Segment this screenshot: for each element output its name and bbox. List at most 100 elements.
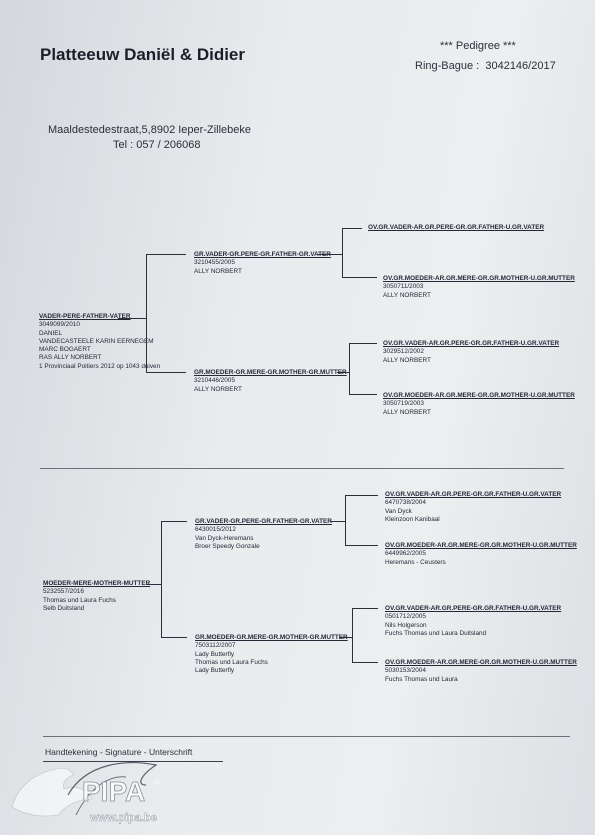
sire-branch-line bbox=[118, 318, 147, 319]
sire-gf-line bbox=[146, 254, 186, 255]
signature-label: Handtekening - Signature - Unterschrift bbox=[45, 747, 193, 757]
sire-ggm1-line bbox=[342, 277, 377, 278]
signature-underline bbox=[43, 761, 223, 762]
dam-gm-trunk-line bbox=[352, 608, 353, 662]
block-line: Fuchs Thomas und Laura bbox=[385, 675, 458, 683]
signature-top-rule bbox=[43, 736, 570, 737]
dam-branch-line bbox=[146, 584, 162, 585]
dam-gm-branch-line bbox=[340, 637, 353, 638]
sire-ggf1-line bbox=[342, 228, 362, 229]
sire-ggf2-line bbox=[349, 343, 377, 344]
sire-trunk-line bbox=[146, 254, 147, 373]
block-heading: OV.GR.VADER-AR.GR.PERE-GR.GR.FATHER-U.GR… bbox=[385, 491, 562, 498]
sire-gf-branch-line bbox=[318, 254, 343, 255]
block-heading: OV.GR.MOEDER-AR.GR.MERE-GR.GR.MOTHER-U.G… bbox=[385, 659, 577, 666]
ring-value: 3042146/2017 bbox=[485, 60, 556, 72]
block-heading: GR.VADER-GR.PERE-GR.FATHER-GR.VATER bbox=[194, 251, 331, 258]
block-line: Broer Speedy Gonzale bbox=[195, 542, 260, 550]
block-line: MARC BOGAERT bbox=[39, 346, 91, 354]
block-line: 3049099/2010 bbox=[39, 321, 80, 329]
block-line: DANIEL bbox=[39, 329, 63, 337]
block-heading: GR.VADER-GR.PERE-GR.FATHER-GR.VATER bbox=[195, 518, 332, 525]
block-heading: GR.MOEDER-GR.MERE-GR.MOTHER-GR.MUTTER bbox=[195, 634, 348, 641]
dam-ggf2-block: OV.GR.VADER-AR.GR.PERE-GR.GR.FATHER-U.GR… bbox=[385, 605, 561, 638]
block-line: 3050711/2003 bbox=[383, 283, 424, 291]
block-line: ALLY NORBERT bbox=[383, 408, 431, 416]
breeder-phone: Tel : 057 / 206068 bbox=[113, 139, 201, 151]
watermark-brand: PIPA bbox=[82, 776, 145, 807]
sire-ggm1-block: OV.GR.MOEDER-AR.GR.MERE-GR.GR.MOTHER-U.G… bbox=[383, 275, 575, 300]
dam-trunk-line bbox=[161, 521, 162, 638]
dam-gf-trunk-line bbox=[345, 495, 346, 545]
dam-ggf1-block: OV.GR.VADER-AR.GR.PERE-GR.GR.FATHER-U.GR… bbox=[385, 491, 561, 524]
block-heading: OV.GR.VADER-AR.GR.PERE-GR.GR.FATHER-U.GR… bbox=[368, 224, 545, 231]
sire-gm-line bbox=[146, 372, 186, 373]
block-line: Lady Butterfly bbox=[195, 650, 235, 658]
block-line: VANDECASTEELE KARIN EERNEGEM bbox=[39, 337, 154, 345]
sire-ggf2-block: OV.GR.VADER-AR.GR.PERE-GR.GR.FATHER-U.GR… bbox=[383, 340, 559, 365]
breeder-name: Platteeuw Daniël & Didier bbox=[40, 45, 245, 64]
pigeon-icon bbox=[11, 767, 93, 817]
block-line: 3210446/2005 bbox=[194, 377, 235, 385]
dam-ggm1-block: OV.GR.MOEDER-AR.GR.MERE-GR.GR.MOTHER-U.G… bbox=[385, 542, 577, 567]
block-line: Lady Butterfly bbox=[195, 667, 235, 675]
block-line: ALLY NORBERT bbox=[194, 385, 242, 393]
block-line: 6470738/2004 bbox=[385, 499, 426, 507]
block-heading: GR.MOEDER-GR.MERE-GR.MOTHER-GR.MUTTER bbox=[194, 369, 347, 376]
breeder-address: Maaldestedestraat,5,8902 Ieper-Zillebeke bbox=[48, 124, 252, 136]
dam-gf-branch-line bbox=[330, 521, 346, 522]
block-line: 3210455/2005 bbox=[194, 259, 235, 267]
block-line: Van Dyck bbox=[385, 507, 412, 515]
block-heading: OV.GR.MOEDER-AR.GR.MERE-GR.GR.MOTHER-U.G… bbox=[385, 542, 577, 549]
dam-ggm1-line bbox=[345, 545, 378, 546]
sire-gm-trunk-line bbox=[349, 343, 350, 395]
sire-gf-trunk-line bbox=[342, 228, 343, 278]
block-line: 5232557/2016 bbox=[43, 588, 84, 596]
sire-gm-branch-line bbox=[337, 372, 350, 373]
dam-ggf1-line bbox=[345, 495, 378, 496]
block-line: ALLY NORBERT bbox=[383, 291, 431, 299]
block-line: 6430015/2012 bbox=[195, 526, 236, 534]
section-divider bbox=[40, 468, 564, 469]
block-line: Fuchs Thomas und Laura Duitsland bbox=[385, 629, 487, 637]
dam-ggf2-line bbox=[352, 608, 378, 609]
block-line: 0501712/2005 bbox=[385, 613, 426, 621]
block-line: 5030153/2004 bbox=[385, 667, 426, 675]
block-line: 7503112/2007 bbox=[195, 642, 236, 650]
pipa-watermark: PIPA ® www.pipa.be bbox=[11, 762, 160, 824]
sire-ggm2-block: OV.GR.MOEDER-AR.GR.MERE-GR.GR.MOTHER-U.G… bbox=[383, 392, 575, 417]
ring-number: Ring-Bague : 3042146/2017 bbox=[415, 61, 556, 72]
block-line: 6449962/2005 bbox=[385, 550, 426, 558]
block-line: Selb Duitsland bbox=[43, 604, 85, 612]
block-heading: OV.GR.VADER-AR.GR.PERE-GR.GR.FATHER-U.GR… bbox=[383, 340, 560, 347]
block-heading: OV.GR.MOEDER-AR.GR.MERE-GR.GR.MOTHER-U.G… bbox=[383, 275, 575, 282]
block-line: 3050719/2003 bbox=[383, 400, 424, 408]
block-heading: OV.GR.VADER-AR.GR.PERE-GR.GR.FATHER-U.GR… bbox=[385, 605, 562, 612]
block-line: Thomas und Laura Fuchs bbox=[43, 596, 116, 604]
sire-ggf1-block: OV.GR.VADER-AR.GR.PERE-GR.GR.FATHER-U.GR… bbox=[368, 224, 544, 232]
block-line: Van Dyck-Heremans bbox=[195, 534, 254, 542]
block-heading: VADER-PERE-FATHER-VATER bbox=[39, 313, 131, 320]
sire-ggm2-line bbox=[349, 394, 377, 395]
dam-gf-line bbox=[161, 521, 187, 522]
block-line: ALLY NORBERT bbox=[383, 356, 431, 364]
watermark-url: www.pipa.be bbox=[89, 812, 157, 824]
block-line: Kleinzoon Kanibaal bbox=[385, 515, 440, 523]
block-line: RAS ALLY NORBERT bbox=[39, 354, 102, 362]
block-line: 3029512/2002 bbox=[383, 348, 424, 356]
dam-ggm2-block: OV.GR.MOEDER-AR.GR.MERE-GR.GR.MOTHER-U.G… bbox=[385, 659, 577, 684]
block-heading: OV.GR.MOEDER-AR.GR.MERE-GR.GR.MOTHER-U.G… bbox=[383, 392, 575, 399]
block-line: Thomas und Laura Fuchs bbox=[195, 658, 268, 666]
block-line: Nils Holgerson bbox=[385, 621, 427, 629]
pedigree-label: *** Pedigree *** bbox=[440, 40, 516, 52]
block-line: ALLY NORBERT bbox=[194, 267, 242, 275]
dam-ggm2-line bbox=[352, 662, 378, 663]
block-heading: MOEDER-MERE-MOTHER-MUTTER bbox=[43, 580, 151, 587]
